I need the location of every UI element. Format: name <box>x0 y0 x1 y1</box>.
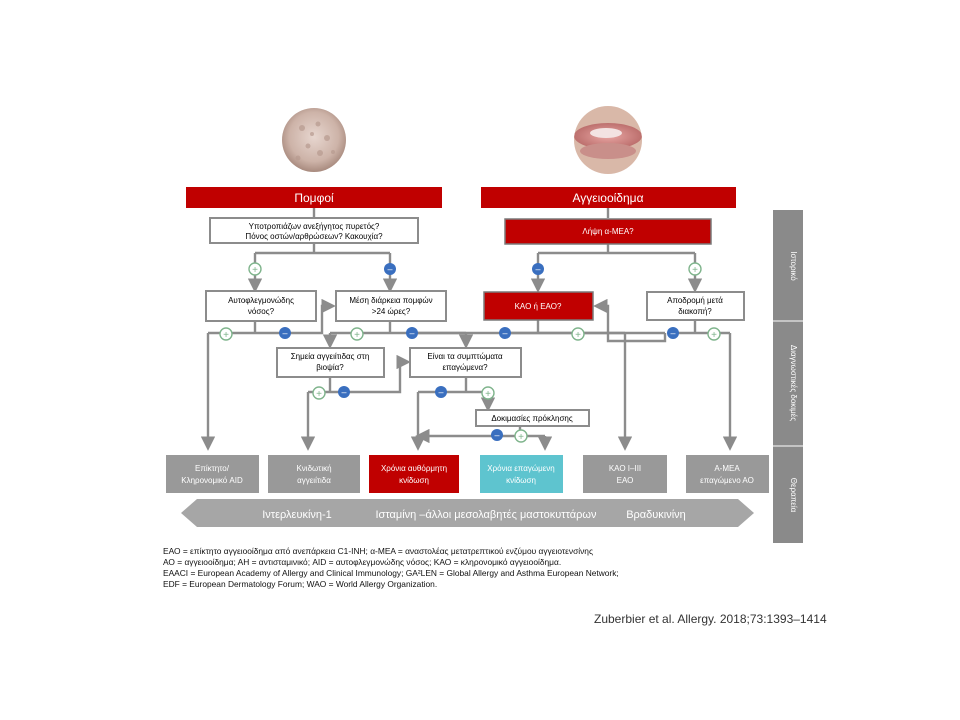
question-inducible-box: Είναι τα συμπτώματα επαγώμενα? <box>409 347 522 378</box>
plus-sign: + <box>575 330 581 341</box>
plus-node: + <box>688 262 702 276</box>
side-panel-tests: Διαγνωστικές δοκιμές <box>789 345 798 421</box>
minus-node: – <box>435 386 447 398</box>
minus-node: – <box>406 327 418 339</box>
minus-sign: – <box>670 328 675 338</box>
minus-node: – <box>384 263 396 275</box>
minus-node: – <box>279 327 291 339</box>
plus-node: + <box>312 386 326 400</box>
question-provocation-box: Δοκιμασίες πρόκλησης <box>475 409 590 427</box>
plus-node: + <box>219 327 233 341</box>
outcome-ace-induced-ae: Α-ΜΕΑ επαγώμενο ΑΟ <box>686 455 769 493</box>
outcome-acquired-aid: Επίκτητο/ Κληρονομικό AID <box>166 455 259 493</box>
outcome-ace-ae-line2: επαγώμενο ΑΟ <box>700 476 754 485</box>
side-panel-therapy: Θεραπεία <box>789 478 798 513</box>
minus-node: – <box>491 429 503 441</box>
plus-node: + <box>571 327 585 341</box>
question-fever-line1: Υποτροπιάζων ανεξήγητος πυρετός? <box>249 222 380 231</box>
plus-node: + <box>248 262 262 276</box>
outcome-hae-line1: ΚΑΟ I–III <box>609 464 641 473</box>
connector-lines <box>200 208 738 451</box>
minus-sign: – <box>409 328 414 338</box>
outcome-csu-line2: κνίδωση <box>399 476 429 485</box>
question-hae-box: ΚΑΟ ή ΕΑΟ? <box>483 291 594 321</box>
plus-sign: + <box>316 389 322 400</box>
outcome-cindu-line2: κνίδωση <box>506 476 536 485</box>
minus-sign: – <box>502 328 507 338</box>
therapy-arrow: Ιντερλευκίνη-1 Ισταμίνη –άλλοι μεσολαβητ… <box>181 499 754 527</box>
minus-sign: – <box>282 328 287 338</box>
outcome-ace-ae-line1: Α-ΜΕΑ <box>714 464 740 473</box>
minus-sign: – <box>438 387 443 397</box>
footnote-line: ΑΟ = αγγειοοίδημα; ΑΗ = αντισταμινικό; A… <box>163 557 562 567</box>
minus-node: – <box>532 263 544 275</box>
minus-sign: – <box>341 387 346 397</box>
minus-sign: – <box>535 264 540 274</box>
question-duration-box: Μέση διάρκεια πομφών >24 ώρες? <box>335 290 447 322</box>
wheals-header-label: Πομφοί <box>294 191 334 205</box>
outcome-hae: ΚΑΟ I–III ΕΑΟ <box>583 455 667 493</box>
question-fever-box: Υποτροπιάζων ανεξήγητος πυρετός? Πόνος ο… <box>209 217 419 244</box>
therapy-bradykinin: Βραδυκινίνη <box>626 509 686 521</box>
question-biopsy-box: Σημεία αγγειίτιδας στη βιοψία? <box>276 347 385 378</box>
outcome-cindu-line1: Χρόνια επαγώμενη <box>487 464 554 473</box>
outcome-chronic-inducible-urticaria: Χρόνια επαγώμενη κνίδωση <box>480 455 563 493</box>
question-duration-line1: Μέση διάρκεια πομφών <box>349 296 432 305</box>
question-hae-label: ΚΑΟ ή ΕΑΟ? <box>515 302 562 311</box>
footnote-line: EDF = European Dermatology Forum; WAO = … <box>163 579 438 589</box>
minus-sign: – <box>494 430 499 440</box>
outcome-acquired-aid-line2: Κληρονομικό AID <box>181 476 243 485</box>
outcome-urticarial-vasculitis-line1: Κνιδωτική <box>296 464 331 473</box>
plus-sign: + <box>711 330 717 341</box>
question-remission-line1: Αποδρομή μετά <box>667 296 723 305</box>
plus-node: + <box>481 386 495 400</box>
plus-node: + <box>514 429 528 443</box>
swollen-lip-photo <box>574 106 642 174</box>
question-fever-line2: Πόνος οστών/αρθρώσεων? Κακουχία? <box>245 232 383 241</box>
question-ace-box: Λήψη α-ΜΕΑ? <box>504 218 712 245</box>
plus-sign: + <box>252 265 258 276</box>
footnote-line: ΕΑΟ = επίκτητο αγγειοοίδημα από ανεπάρκε… <box>163 546 593 556</box>
question-biopsy-line1: Σημεία αγγειίτιδας στη <box>291 352 370 361</box>
plus-sign: + <box>354 330 360 341</box>
therapy-il1: Ιντερλευκίνη-1 <box>262 509 332 521</box>
plus-sign: + <box>485 389 491 400</box>
citation: Zuberbier et al. Allergy. 2018;73:1393–1… <box>594 612 827 626</box>
wheals-header: Πομφοί <box>186 187 442 208</box>
question-provocation-label: Δοκιμασίες πρόκλησης <box>491 414 573 423</box>
outcome-chronic-spontaneous-urticaria: Χρόνια αυθόρμητη κνίδωση <box>369 455 459 493</box>
question-remission-line2: διακοπή? <box>678 307 712 316</box>
footnote-line: EAACI = European Academy of Allergy and … <box>163 568 619 578</box>
outcome-urticarial-vasculitis: Κνιδωτική αγγειίτιδα <box>268 455 360 493</box>
question-autoinflammatory-line2: νόσος? <box>248 307 275 316</box>
outcome-hae-line2: ΕΑΟ <box>617 476 634 485</box>
plus-sign: + <box>692 265 698 276</box>
question-inducible-line2: επαγώμενα? <box>442 363 488 372</box>
plus-sign: + <box>223 330 229 341</box>
question-ace-label: Λήψη α-ΜΕΑ? <box>582 227 634 236</box>
outcome-urticarial-vasculitis-line2: αγγειίτιδα <box>297 476 331 485</box>
side-panel-history: Ιστορικό <box>789 251 798 281</box>
therapy-histamine: Ισταμίνη –άλλοι μεσολαβητές μαστοκυττάρω… <box>375 509 597 521</box>
outcome-csu-line1: Χρόνια αυθόρμητη <box>381 464 447 473</box>
minus-node: – <box>338 386 350 398</box>
angioedema-header-label: Αγγειοοίδημα <box>572 191 643 205</box>
plus-node: + <box>350 327 364 341</box>
skin-wheals-photo <box>282 108 346 172</box>
question-autoinflammatory-box: Αυτοφλεγμονώδης νόσος? <box>205 290 317 322</box>
plus-node: + <box>707 327 721 341</box>
question-inducible-line1: Είναι τα συμπτώματα <box>427 352 503 361</box>
angioedema-header: Αγγειοοίδημα <box>481 187 736 208</box>
plus-sign: + <box>518 432 524 443</box>
minus-node: – <box>667 327 679 339</box>
question-remission-box: Αποδρομή μετά διακοπή? <box>646 291 745 321</box>
question-biopsy-line2: βιοψία? <box>316 363 344 372</box>
question-duration-line2: >24 ώρες? <box>372 307 411 316</box>
outcome-acquired-aid-line1: Επίκτητο/ <box>195 464 230 473</box>
question-autoinflammatory-line1: Αυτοφλεγμονώδης <box>228 296 294 305</box>
minus-node: – <box>499 327 511 339</box>
side-panel: Ιστορικό Διαγνωστικές δοκιμές Θεραπεία <box>773 210 803 543</box>
minus-sign: – <box>387 264 392 274</box>
